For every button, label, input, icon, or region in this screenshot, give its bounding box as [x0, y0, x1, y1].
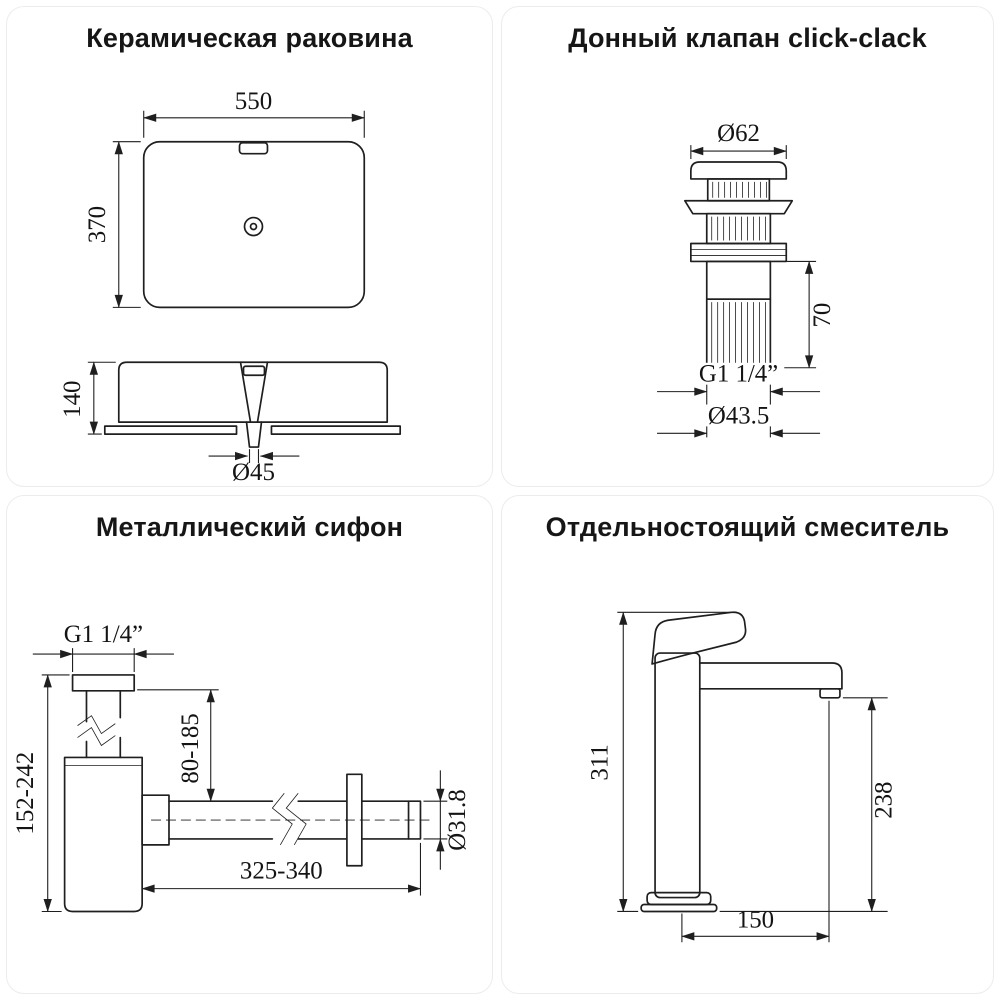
dim-label-siphon-inlet: 80-185: [177, 713, 204, 783]
dim-label-siphon-length: 325-340: [240, 858, 323, 885]
dim-label-sink-height: 140: [59, 380, 86, 417]
dim-label-siphon-pipe: Ø31.8: [444, 789, 471, 850]
dim-label-siphon-thread: G1 1/4”: [64, 621, 143, 648]
siphon-dim-length: 325-340: [141, 842, 422, 896]
dim-label-valve-height: 70: [809, 303, 836, 328]
panel-sink: Керамическая раковина 550 370: [6, 6, 493, 487]
sink-drawing: 550 370 140: [59, 88, 402, 486]
panel-siphon-title: Металлический сифон: [95, 512, 404, 542]
panel-sink-title: Керамическая раковина: [86, 23, 413, 53]
valve-dim-cap: Ø62: [690, 120, 787, 160]
siphon-dim-inlet: 80-185: [137, 689, 219, 802]
dim-label-siphon-height: 152-242: [12, 752, 39, 835]
valve-body: [684, 161, 794, 369]
dim-label-mixer-reach: 150: [737, 906, 774, 933]
dim-label-mixer-total: 311: [586, 744, 613, 780]
panel-mixer: Отдельностоящий смеситель 311: [501, 495, 994, 994]
mixer-dim-spout-height: 238: [719, 697, 898, 913]
mixer-dim-total: 311: [586, 611, 737, 913]
dim-label-valve-tail: Ø43.5: [708, 402, 769, 429]
panel-mixer-title: Отдельностоящий смеситель: [545, 512, 950, 542]
sink-side-view: [103, 361, 402, 448]
mixer-drawing: 311 238 150: [586, 611, 898, 943]
siphon-body: [63, 674, 432, 913]
siphon-dim-thread: G1 1/4”: [32, 621, 174, 672]
siphon-dim-height: 152-242: [12, 674, 70, 913]
dim-label-valve-thread: G1 1/4”: [699, 361, 778, 388]
dim-label-valve-cap: Ø62: [717, 120, 760, 147]
sink-dim-drain: Ø45: [208, 449, 300, 486]
valve-dim-thread: G1 1/4”: [657, 361, 821, 438]
panel-valve: Донный клапан click-clack: [501, 6, 994, 487]
panel-siphon: Металлический сифон: [6, 495, 493, 994]
valve-dim-height: 70: [773, 260, 836, 369]
sink-top-view: [142, 140, 366, 309]
sink-dim-depth: 370: [84, 141, 141, 308]
sink-dim-height: 140: [59, 361, 116, 435]
valve-drawing: Ø62 70 G1 1/4” Ø43.5: [657, 120, 836, 438]
siphon-dim-pipe: Ø31.8: [423, 770, 471, 870]
panel-valve-title: Донный клапан click-clack: [568, 23, 927, 53]
sink-dim-width: 550: [143, 88, 365, 138]
dim-label-sink-drain: Ø45: [232, 459, 275, 486]
dim-label-sink-width: 550: [235, 88, 272, 115]
dim-label-mixer-spout-height: 238: [871, 782, 898, 819]
mixer-dim-reach: 150: [681, 700, 830, 943]
mixer-body: [640, 611, 843, 913]
valve-dim-tail: Ø43.5: [657, 402, 821, 438]
dim-label-sink-depth: 370: [84, 206, 111, 243]
siphon-drawing: G1 1/4” 152-242 80-185 Ø31.8: [12, 621, 471, 913]
